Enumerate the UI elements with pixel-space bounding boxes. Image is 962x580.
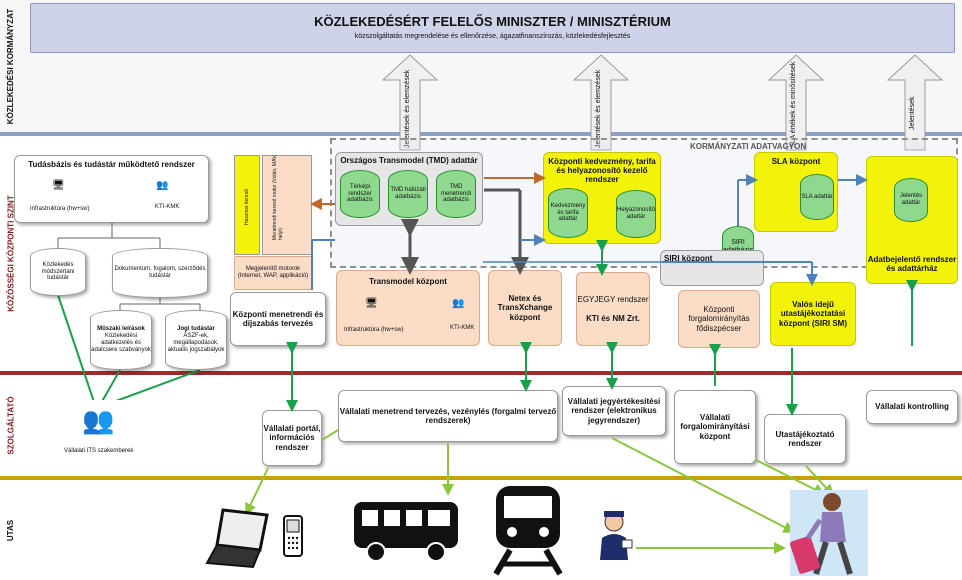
db-documents: Dokumentum, fogalom, szerződés tudástár [112, 248, 208, 298]
tech-body: Közlekedési adatkezelés és adatcsere sza… [91, 333, 151, 353]
ticketing-label: Vállalati jegyértékesítési rendszer (ele… [567, 397, 661, 425]
passenger-info-label: Utastájékoztató rendszer [775, 429, 835, 448]
search-lang-bar [234, 155, 260, 255]
experts-label: Vállalati ITS szakemberek [64, 448, 134, 454]
separator-gold [0, 476, 962, 480]
tmd-db-timetable: TMD menetrendi adatbázis [436, 170, 476, 218]
discount-db-tariff: Kedvezmény és tarifa adattár [548, 188, 588, 238]
transmodel-title: Transmodel központ [369, 277, 447, 286]
tmd-db-map: Térképi rendszer adatbázis [340, 170, 380, 218]
realtime-label: Valós idejű utastájékoztatási központ (S… [779, 300, 847, 328]
ticketing-box: Vállalati jegyértékesítési rendszer (ele… [562, 386, 666, 436]
ministry-subtitle: közszolgáltatás megrendelése és ellenőrz… [354, 32, 631, 40]
db-technical: Műszaki leírások Közlekedési adatkezelés… [90, 310, 152, 370]
portal-label: Vállalati portál, információs rendszer [263, 424, 321, 452]
knowledge-kti: KTI-KMK [155, 204, 180, 210]
transmodel-kti: KTI-KMK [450, 325, 475, 331]
siri-center-box: SIRI központ [660, 250, 764, 286]
transmodel-infra: Infrastruktúra (hw+sw) [344, 327, 404, 333]
tmd-db-network: TMD hálózati adatbázis [388, 170, 428, 218]
ministry-title: KÖZLEKEDÉSÉRT FELELŐS MINISZTER / MINISZ… [314, 14, 671, 29]
discount-title: Központi kedvezmény, tarifa és helyazono… [548, 157, 656, 185]
laptop-icon [205, 508, 269, 569]
transmodel-server-icon: 🖥 [365, 298, 378, 309]
central-timetable-box: Központi menetrendi és díjszabás tervezé… [230, 292, 326, 346]
separator-red [0, 371, 962, 375]
discount-db-location: Helyazonosító adattár [616, 190, 656, 238]
train-icon [493, 486, 563, 576]
controlling-box: Vállalati kontrolling [866, 390, 958, 424]
server-icon: 🖥 [52, 180, 65, 191]
portal-box: Vállalati portál, információs rendszer [262, 410, 322, 466]
passenger-icon [600, 511, 633, 560]
provider-traffic-box: Vállalati forgalomirányítási központ [674, 390, 756, 464]
knowledge-tree [57, 223, 201, 400]
controlling-label: Vállalati kontrolling [875, 402, 949, 412]
phone-icon [283, 515, 303, 557]
traffic-central-box: Központi forgalomirányítás fődiszpécser [678, 290, 760, 348]
transmodel-box: Transmodel központ [336, 270, 480, 346]
traffic-central-label: Központi forgalomirányítás fődiszpécser [688, 305, 750, 333]
tech-title: Műszaki leírások [97, 326, 145, 333]
transmodel-people-icon: 👥 [452, 298, 465, 309]
separator-blue [0, 132, 962, 136]
ministry-box: KÖZLEKEDÉSÉRT FELELŐS MINISZTER / MINISZ… [30, 3, 955, 53]
knowledge-title: Tudásbázis és tudástár működtető rendsze… [28, 160, 195, 169]
netex-title: Netex és TransXchange központ [497, 294, 553, 322]
egyjegy-title: EGYJEGY rendszer [577, 294, 649, 304]
search-engine-bar [262, 155, 312, 255]
reporting-title: Adatbejelentő rendszer és adattárház [867, 254, 957, 273]
db-legal: Jogi tudástár ÁSZF-ek, megállapodások, a… [165, 310, 227, 370]
realtime-box: Valós idejű utastájékoztatási központ (S… [770, 282, 856, 346]
sla-title: SLA központ [771, 157, 821, 166]
central-timetable-label: Központi menetrendi és díjszabás tervezé… [232, 309, 324, 328]
provider-traffic-label: Vállalati forgalomirányítási központ [680, 413, 750, 441]
siri-center-label: SIRI központ [664, 254, 713, 263]
display-motors: Megjelenítő motorok (Internet, WAP, appl… [234, 256, 312, 290]
traveler-icon [790, 490, 868, 576]
db-methodology: Közlekedés módszertani tudástár [30, 248, 86, 296]
sla-db: SLA adattár [800, 174, 834, 220]
tmd-title: Országos Transmodel (TMD) adattár [340, 156, 478, 165]
knowledge-infra: Infrastruktúra (hw+sw) [30, 206, 90, 212]
egyjegy-box: EGYJEGY rendszer KTI és NM Zrt. [576, 272, 650, 346]
netex-box: Netex és TransXchange központ [488, 270, 562, 346]
reporting-db: Jelentés adattár [894, 178, 928, 222]
egyjegy-sub: KTI és NM Zrt. [586, 314, 640, 323]
passenger-info-box: Utastájékoztató rendszer [764, 414, 846, 464]
bus-icon [354, 502, 458, 562]
provider-timetable-box: Vállalati menetrend tervezés, vezénylés … [338, 390, 558, 442]
legal-title: Jogi tudástár [177, 326, 215, 333]
knowledge-box: Tudásbázis és tudástár működtető rendsze… [14, 155, 209, 223]
provider-timetable-label: Vállalati menetrend tervezés, vezénylés … [339, 406, 557, 425]
experts-icon: 👥 [82, 405, 115, 435]
legal-body: ÁSZF-ek, megállapodások, aktuális jogsza… [167, 333, 225, 353]
gov-data-label: KORMÁNYZATI ADATVAGYON [690, 142, 807, 151]
people-icon: 👥 [156, 180, 169, 191]
